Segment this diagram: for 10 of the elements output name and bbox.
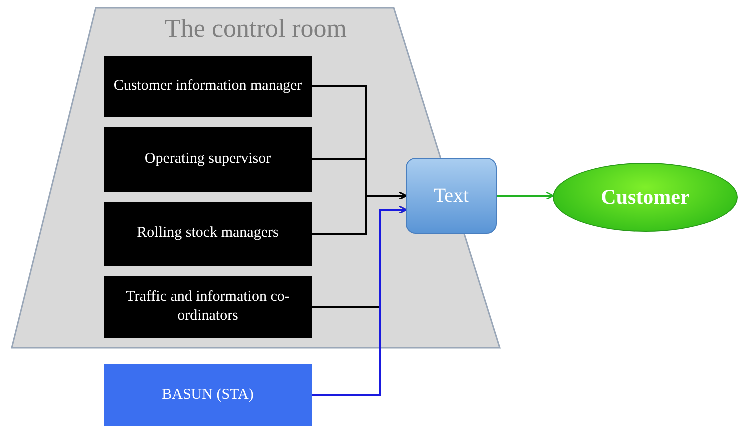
- system-box: BASUN (STA): [104, 364, 312, 426]
- role-box: Operating supervisor: [104, 127, 312, 192]
- terminal-ellipse: Customer: [553, 163, 738, 232]
- role-box: Traffic and information co-ordinators: [104, 276, 312, 338]
- connector-arrow: [312, 192, 408, 235]
- connector-arrow: [312, 206, 408, 396]
- role-box: Rolling stock managers: [104, 202, 312, 266]
- connector-arrow: [497, 192, 554, 200]
- panel-heading: The control room: [164, 14, 348, 44]
- role-box: Customer information manager: [104, 56, 312, 117]
